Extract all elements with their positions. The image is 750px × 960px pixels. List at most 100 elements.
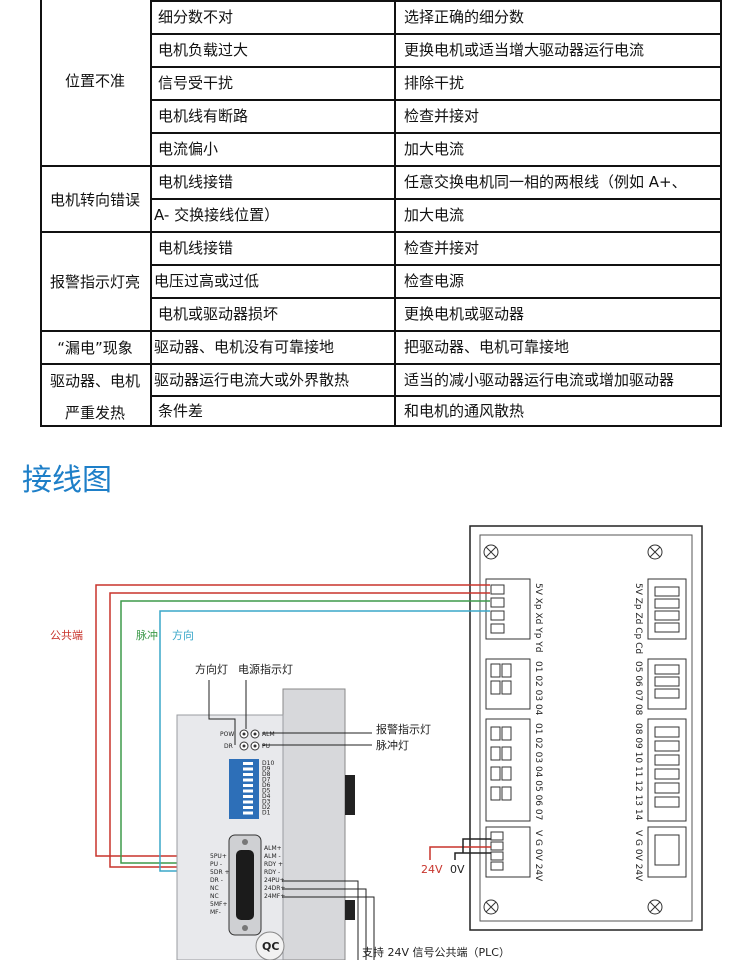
connector-pin-label: RDY - xyxy=(264,869,280,876)
terminal-pin xyxy=(654,598,680,609)
connector-pin-label: ALM+ xyxy=(264,845,282,852)
dip-label: D2 xyxy=(262,804,271,811)
table-cell-cause: 细分数不对 xyxy=(158,8,234,26)
terminal-pin xyxy=(654,676,680,687)
terminal-pin xyxy=(490,610,505,621)
table-cell-solution: 排除干扰 xyxy=(404,74,465,92)
table-cell-solution: 检查并接对 xyxy=(404,107,480,125)
terminal-pin xyxy=(490,841,504,851)
dip-label: D8 xyxy=(262,771,271,778)
table-cell-cause: 电流偏小 xyxy=(158,140,219,158)
terminal-label: 5V Xp Xd Yp Yd xyxy=(533,583,543,653)
terminal-pin xyxy=(490,851,504,861)
terminal-pin xyxy=(501,746,512,761)
pulse-wire-label: 脉冲 xyxy=(136,628,158,642)
alm-led-icon xyxy=(250,729,260,739)
row-divider xyxy=(40,330,722,332)
connector-pin-label: 24MF+ xyxy=(264,893,285,900)
connector-pin-label: 5MF+ xyxy=(210,901,227,908)
row-divider xyxy=(150,0,722,2)
plc-leader xyxy=(282,880,359,960)
dip-label: D7 xyxy=(262,777,271,784)
connector-pin-label: RDY + xyxy=(264,861,283,868)
db-connector-inner xyxy=(236,850,254,920)
terminal-pin xyxy=(490,766,501,781)
terminal-pin xyxy=(654,688,680,699)
supply-24v-label: 24V xyxy=(421,863,443,876)
connector-pin-label: 5DR + xyxy=(210,869,230,876)
table-cell-solution: 选择正确的细分数 xyxy=(404,8,525,26)
db-screw-icon xyxy=(242,839,248,845)
table-cell-solution: 任意交换电机同一相的两根线（例如 A+、 xyxy=(404,173,687,191)
screw-icon xyxy=(483,899,499,915)
board-inner-outline xyxy=(479,534,693,922)
terminal-label: 05 06 07 08 xyxy=(633,661,643,716)
table-cell-cause: 电机线有断路 xyxy=(158,107,249,125)
led-label-dr: DR xyxy=(224,743,233,750)
db-screw-icon xyxy=(242,925,248,931)
dip-label: D10 xyxy=(262,760,274,767)
table-cell-solution: 检查并接对 xyxy=(404,239,480,257)
connector-pin-label: PU - xyxy=(210,861,222,868)
led-label-pow: POW xyxy=(220,731,234,738)
connector-pin-label: NC xyxy=(210,885,219,892)
alarm-light-label: 报警指示灯 xyxy=(376,722,431,736)
dip-label: D1 xyxy=(262,810,271,817)
connector-pin-label: DR - xyxy=(210,877,223,884)
row-divider xyxy=(150,132,722,134)
supply-24v-wire xyxy=(429,846,491,860)
table-cell-cause: 条件差 xyxy=(158,402,204,420)
connector-pin-label: ALM - xyxy=(264,853,281,860)
led-label-pu: PU xyxy=(262,743,270,750)
plc-note: 支持 24V 信号公共端（PLC） xyxy=(362,945,510,959)
terminal-pin xyxy=(501,663,512,678)
terminal-pin xyxy=(490,663,501,678)
supply-0v-wire xyxy=(454,852,491,860)
dip-switch-levers xyxy=(243,762,253,815)
table-cell-cause: 电机或驱动器损坏 xyxy=(158,305,279,323)
pulse-wire xyxy=(120,600,490,864)
terminal-pin xyxy=(654,664,680,675)
direction-light-leader xyxy=(208,680,236,745)
supply-wire-extra xyxy=(462,838,491,853)
terminal-pin xyxy=(654,622,680,633)
terminal-pin xyxy=(501,680,512,695)
qc-label: QC xyxy=(262,940,279,953)
terminal-pin xyxy=(490,680,501,695)
dip-label: D9 xyxy=(262,766,271,773)
row-divider xyxy=(150,297,722,299)
table-cell-cause: 电机线接错 xyxy=(158,239,234,257)
pu-led-icon xyxy=(250,741,260,751)
terminal-pin xyxy=(654,796,680,808)
terminal-pin xyxy=(501,786,512,801)
controller-board: 5V Xp Xd Yp Yd 01 02 03 04 01 02 03 04 0… xyxy=(469,525,703,931)
table-cell-cause: 电机负载过大 xyxy=(158,41,249,59)
terminal-pin xyxy=(654,754,680,766)
terminal-pin xyxy=(490,746,501,761)
row-divider xyxy=(40,363,722,365)
category-direction: 电机转向错误 xyxy=(49,191,140,209)
category-position: 位置不准 xyxy=(64,72,125,90)
terminal-pin xyxy=(654,740,680,752)
terminal-pin xyxy=(490,623,505,634)
column-divider xyxy=(150,0,152,427)
row-divider xyxy=(150,33,722,35)
dip-label: D5 xyxy=(262,788,271,795)
pow-led-icon xyxy=(239,729,249,739)
screw-icon xyxy=(647,899,663,915)
supply-0v-label: 0V xyxy=(450,863,465,876)
table-cell-cause: 信号受干扰 xyxy=(158,74,234,92)
dip-label: D6 xyxy=(262,782,271,789)
dip-label: D4 xyxy=(262,793,271,800)
terminal-pin xyxy=(490,584,505,595)
table-cell-cause: 驱动器、电机没有可靠接地 xyxy=(154,338,335,356)
table-cell-cause: 电机线接错 xyxy=(158,173,234,191)
terminal-pin xyxy=(501,726,512,741)
connector-pin-label: 24DR+ xyxy=(264,885,285,892)
row-divider xyxy=(150,264,722,266)
table-cell-solution: 加大电流 xyxy=(404,206,465,224)
row-divider xyxy=(150,395,722,397)
terminal-label: V G 0V 24V xyxy=(533,830,543,882)
direction-light-label: 方向灯 xyxy=(195,662,228,676)
power-light-label: 电源指示灯 xyxy=(238,662,293,676)
